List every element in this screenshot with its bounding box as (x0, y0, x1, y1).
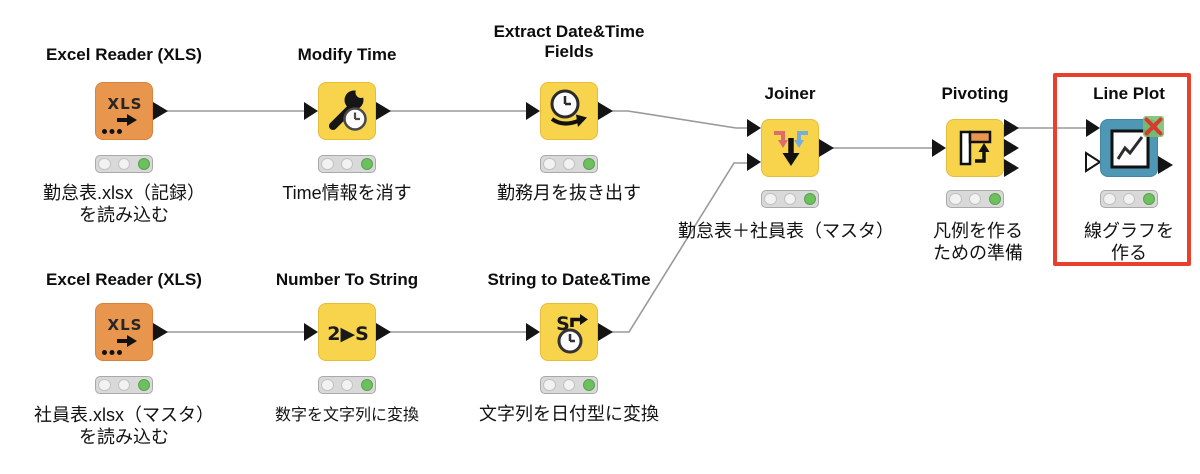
xls-icon: XLS (102, 316, 143, 355)
connection-stringtodatetime-joiner[interactable] (611, 162, 749, 333)
clock-extract-icon (550, 89, 587, 127)
number-to-string-icon-text: 2▶S (327, 323, 369, 345)
red-x-badge (1143, 116, 1164, 137)
connection-extract-joiner[interactable] (611, 110, 749, 129)
node-label-excel-reader-top: 勤怠表.xlsx（記録）を読み込む (43, 183, 205, 225)
node-label-modify-time: Time情報を消す (282, 183, 412, 203)
node-excel-reader-top[interactable]: XLS (95, 82, 153, 140)
status-traffic-light-excel-reader-bottom (95, 376, 153, 394)
status-traffic-light-number-to-string (318, 376, 376, 394)
node-pivoting[interactable] (946, 119, 1004, 177)
node-extract-datetime-fields[interactable] (540, 82, 598, 140)
port-in-modify-time[interactable] (304, 102, 318, 120)
port-in1-line-plot[interactable] (1086, 119, 1100, 137)
node-label-extract-datetime-fields: 勤務月を抜き出す (497, 183, 641, 203)
node-label-pivoting: 凡例を作るための準備 (933, 221, 1023, 263)
port-out-extract-datetime[interactable] (598, 102, 613, 120)
port-in1-joiner[interactable] (747, 119, 761, 137)
port-out-string-to-datetime[interactable] (598, 323, 613, 341)
node-title-number-to-string: Number To String (275, 270, 419, 289)
string-to-datetime-icon: S (556, 313, 588, 354)
pivot-table-icon (959, 130, 992, 166)
port-in2-optional-line-plot[interactable] (1085, 151, 1102, 173)
node-label-excel-reader-bottom: 社員表.xlsx（マスタ）を読み込む (34, 405, 214, 447)
port-out-line-plot[interactable] (1158, 156, 1173, 174)
status-traffic-light-excel-reader-top (95, 155, 153, 173)
status-traffic-light-line-plot (1100, 190, 1158, 208)
port-in-pivoting[interactable] (932, 139, 946, 157)
node-title-string-to-datetime: String to Date&Time (487, 270, 651, 289)
xls-icon-text: XLS (108, 316, 143, 334)
port-out-excel-reader-bottom[interactable] (153, 323, 168, 341)
node-title-modify-time: Modify Time (297, 45, 397, 64)
port-out1-pivoting[interactable] (1004, 119, 1019, 137)
status-traffic-light-modify-time (318, 155, 376, 173)
port-out2-pivoting[interactable] (1004, 139, 1019, 157)
port-in-string-to-datetime[interactable] (526, 323, 540, 341)
status-traffic-light-pivoting (946, 190, 1004, 208)
port-in-extract-datetime[interactable] (526, 102, 540, 120)
node-label-joiner: 勤怠表＋社員表（マスタ） (678, 221, 894, 241)
port-in-number-to-string[interactable] (304, 323, 318, 341)
node-number-to-string[interactable]: 2▶S (318, 303, 376, 361)
x-icon (1144, 117, 1163, 136)
port-out-excel-reader-top[interactable] (153, 102, 168, 120)
wrench-clock-icon (329, 87, 367, 131)
port-out-joiner[interactable] (819, 139, 834, 157)
node-title-joiner: Joiner (764, 84, 816, 103)
node-modify-time[interactable] (318, 82, 376, 140)
port-out-modify-time[interactable] (376, 102, 391, 120)
port-in2-joiner[interactable] (747, 153, 761, 171)
node-title-pivoting: Pivoting (941, 84, 1009, 103)
node-excel-reader-bottom[interactable]: XLS (95, 303, 153, 361)
port-out-number-to-string[interactable] (376, 323, 391, 341)
joiner-arrows-icon (774, 131, 808, 166)
xls-icon: XLS (102, 95, 143, 134)
node-joiner[interactable] (761, 119, 819, 177)
node-title-excel-reader-top: Excel Reader (XLS) (46, 45, 202, 64)
line-chart-icon (1110, 129, 1150, 169)
node-title-excel-reader-bottom: Excel Reader (XLS) (46, 270, 202, 289)
status-traffic-light-joiner (761, 190, 819, 208)
status-traffic-light-extract-datetime-fields (540, 155, 598, 173)
highlight-rectangle-annotation[interactable] (1053, 73, 1191, 266)
node-string-to-datetime[interactable]: S (540, 303, 598, 361)
xls-icon-text: XLS (108, 95, 143, 113)
status-traffic-light-string-to-datetime (540, 376, 598, 394)
node-label-line-plot: 線グラフを作る (1084, 221, 1174, 263)
port-out3-pivoting[interactable] (1004, 159, 1019, 177)
number-to-string-icon: 2▶S (327, 323, 369, 345)
node-label-number-to-string: 数字を文字列に変換 (274, 407, 419, 424)
node-title-line-plot: Line Plot (1093, 84, 1165, 103)
node-label-string-to-datetime: 文字列を日付型に変換 (479, 404, 659, 424)
